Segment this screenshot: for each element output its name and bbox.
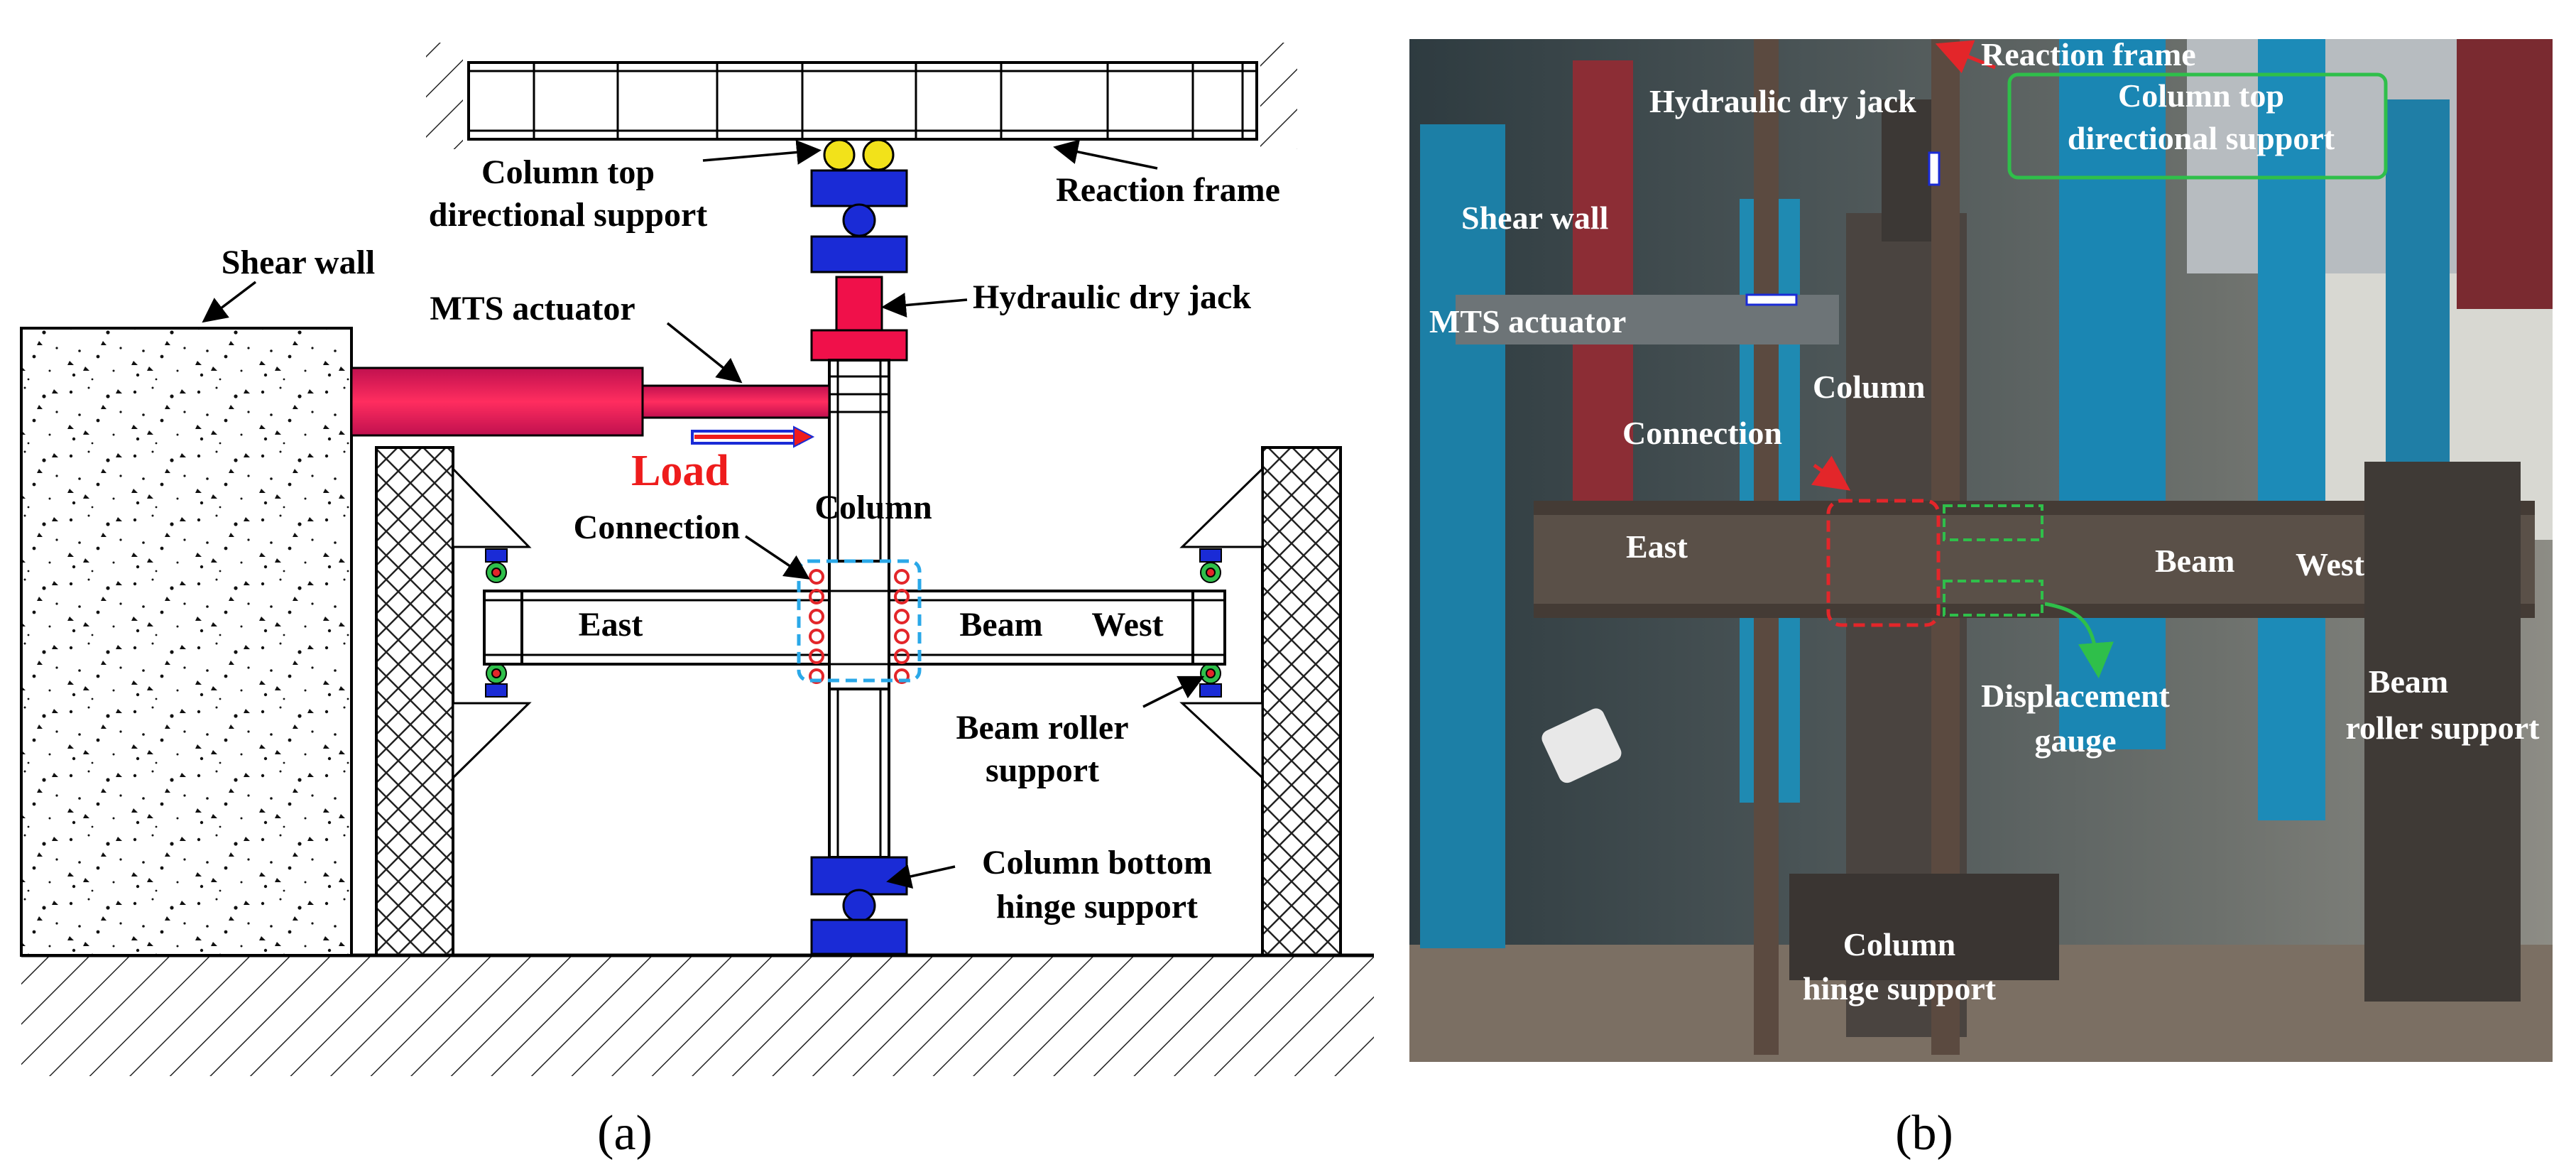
side-frame-right: [1261, 446, 1342, 957]
roller-yellow-right: [862, 139, 895, 171]
photo-label-column: Column: [1813, 369, 1925, 405]
reaction-frame-wall-left: [426, 43, 463, 149]
photo-label-west: West: [2296, 546, 2365, 582]
reaction-frame-beam: [467, 61, 1258, 141]
mts-actuator-rod: [641, 384, 831, 419]
label-mts-actuator: MTS actuator: [430, 290, 635, 327]
load-arrow: [691, 425, 815, 448]
test-photo: [1409, 39, 2553, 1062]
photo-label-reaction-frame: Reaction frame: [1981, 36, 2196, 72]
right-bracket-bottom: [1179, 702, 1264, 781]
panel-b: Reaction frame Hydraulic dry jack Column…: [1409, 36, 2553, 1161]
bottom-support-plate-lower: [810, 918, 908, 955]
column-ladder: [829, 375, 889, 413]
leader-lines-a: [202, 139, 1205, 889]
photo-label-beam: Beam: [2155, 543, 2234, 579]
photo-blue-frame-right: [2059, 39, 2166, 749]
photo-label-mts-actuator: MTS actuator: [1429, 303, 1626, 340]
top-support-plate: [810, 169, 908, 207]
label-shear-wall: Shear wall: [222, 244, 375, 281]
photo-gauge-arrow: [2044, 602, 2114, 678]
photo-gauge-green-box-bottom: [1943, 580, 2043, 617]
photo-reaction-arrow: [1935, 40, 1996, 74]
left-bracket-top: [452, 466, 532, 548]
photo-camera: [1541, 708, 1622, 783]
left-bracket-bottom: [452, 702, 532, 781]
top-support-plate-lower: [810, 235, 908, 273]
label-west: West: [1091, 606, 1163, 644]
label-east: East: [579, 606, 643, 644]
bottom-support-plate-upper: [810, 856, 908, 896]
label-column: Column: [814, 489, 932, 526]
ground-hatch: [21, 955, 1374, 1076]
photo-blue-frame-left: [1420, 124, 1505, 948]
beam-roller-support-left: [485, 548, 508, 698]
connection-bolts: [809, 569, 910, 684]
mts-actuator-body: [350, 367, 644, 437]
hydraulic-jack-base: [810, 329, 908, 362]
photo-label-shear-wall: Shear wall: [1461, 200, 1608, 236]
top-support-hinge: [842, 203, 876, 237]
bottom-support-hinge: [842, 889, 876, 923]
connection-dashed-box: [797, 559, 922, 683]
label-reaction-frame: Reaction frame: [1056, 171, 1280, 209]
column-at-joint: [828, 560, 890, 690]
shear-wall-block: [20, 327, 353, 957]
photo-top-support-green-box: [2007, 72, 2388, 180]
photo-roller-support: [2364, 462, 2521, 1002]
caption-a: (a): [597, 1106, 653, 1161]
roller-yellow-left: [823, 139, 856, 171]
caption-b: (b): [1895, 1106, 1953, 1161]
side-frame-left: [375, 446, 454, 957]
photo-connection-arrow: [1811, 455, 1851, 491]
right-bracket-top: [1179, 466, 1264, 548]
label-hydraulic-jack: Hydraulic dry jack: [973, 278, 1251, 316]
photo-label-connection: Connection: [1622, 415, 1782, 451]
photo-label-hydraulic-jack: Hydraulic dry jack: [1649, 83, 1916, 119]
label-connection: Connection: [574, 509, 741, 546]
photo-gauge-green-box-top: [1943, 504, 2043, 541]
label-load: Load: [631, 447, 729, 495]
label-beam: Beam: [959, 606, 1042, 644]
hydraulic-jack-body: [835, 276, 883, 332]
photo-connection-red-box: [1826, 499, 1941, 627]
reaction-frame-wall-right: [1260, 43, 1297, 149]
photo-label-east: East: [1626, 528, 1688, 565]
reaction-frame-stiffeners: [533, 63, 1244, 139]
